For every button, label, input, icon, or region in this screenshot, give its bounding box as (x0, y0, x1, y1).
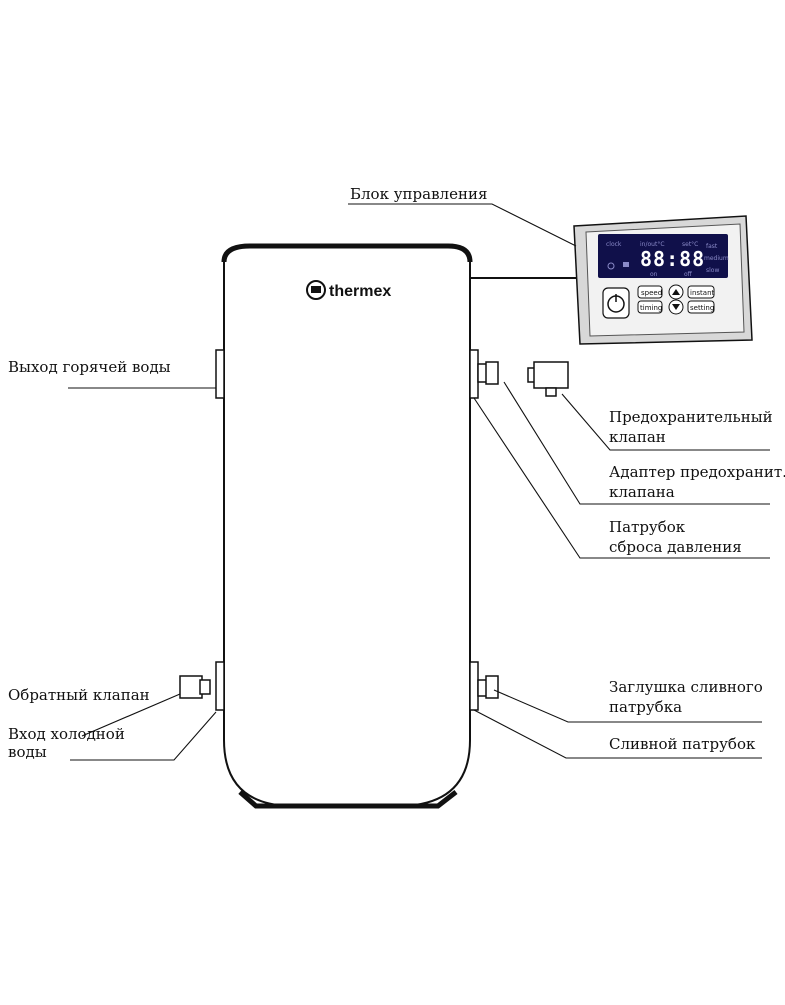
panel-label-clock: clock (606, 241, 622, 248)
safety-valve (527, 361, 569, 397)
power-button[interactable] (602, 287, 630, 319)
leader-drain-plug (493, 689, 762, 723)
leader-lines (68, 203, 770, 761)
timer-icon (623, 262, 629, 267)
labels: Блок управления Выход горячей воды Предо… (8, 185, 785, 761)
panel-screen (598, 234, 728, 278)
drain-plug (477, 675, 499, 699)
instant-button-label: instant (690, 289, 714, 297)
arrow-up-icon (672, 289, 680, 295)
label-control-unit: Блок управления (350, 185, 487, 203)
label-drain-plug-2: патрубка (609, 698, 682, 716)
control-panel: clock in/out°C set°C fast medium slow 88… (573, 215, 753, 345)
panel-label-medium: medium (704, 255, 729, 262)
leader-drain-pipe (473, 709, 762, 759)
label-hot-water-outlet: Выход горячей воды (8, 358, 171, 376)
setting-button[interactable]: setting (687, 300, 715, 314)
panel-label-inout: in/out°C (640, 241, 665, 248)
label-pressure-pipe-2: сброса давления (609, 538, 742, 556)
panel-display: 88:88 (640, 247, 705, 271)
check-valve (179, 675, 211, 699)
speed-button[interactable]: speed (637, 285, 663, 299)
up-button[interactable] (668, 284, 684, 300)
arrow-down-icon (672, 304, 680, 310)
tank-top-cap (221, 243, 473, 263)
panel-indicator-on: on (650, 271, 658, 278)
clock-icon (607, 262, 615, 270)
brand-logo: thermex (306, 280, 391, 300)
timing-button[interactable]: timing (637, 300, 663, 314)
label-safety-adapter-1: Адаптер предохранит. (609, 463, 785, 481)
drain-pipe (469, 661, 479, 711)
panel-label-fast: fast (706, 243, 718, 250)
panel-label-set: set°C (682, 241, 698, 248)
speed-button-label: speed (641, 289, 662, 297)
tank (221, 243, 473, 809)
thermex-logo-mark (311, 286, 321, 293)
leader-safety-valve (561, 393, 770, 451)
setting-button-label: setting (690, 304, 714, 312)
thermex-logo-icon (306, 280, 326, 300)
label-safety-valve-2: клапан (609, 428, 666, 446)
leader-check-valve (81, 693, 181, 737)
label-safety-adapter-2: клапана (609, 483, 675, 501)
panel-indicator-off: off (684, 271, 693, 278)
brand-name: thermex (329, 283, 391, 300)
safety-valve-adapter (477, 361, 499, 385)
label-cold-inlet-2: воды (8, 743, 47, 761)
hot-water-outlet-pipe (215, 349, 225, 399)
label-cold-inlet-1: Вход холодной (8, 725, 125, 743)
label-check-valve: Обратный клапан (8, 686, 150, 704)
label-pressure-pipe-1: Патрубок (609, 518, 686, 536)
tank-body (223, 245, 471, 807)
down-button[interactable] (668, 299, 684, 315)
leader-cold-inlet (70, 711, 217, 761)
label-drain-plug-1: Заглушка сливного (609, 678, 763, 696)
cold-water-inlet-pipe (215, 661, 225, 711)
instant-button[interactable]: instant (687, 285, 715, 299)
leader-pressure-pipe (473, 397, 770, 559)
label-drain-pipe: Сливной патрубок (609, 735, 756, 753)
pressure-relief-pipe (469, 349, 479, 399)
label-safety-valve-1: Предохранительный (609, 408, 773, 426)
timing-button-label: timing (640, 304, 662, 312)
leader-safety-adapter (503, 381, 770, 505)
leader-control-unit (348, 203, 577, 247)
panel-label-slow: slow (706, 267, 719, 274)
